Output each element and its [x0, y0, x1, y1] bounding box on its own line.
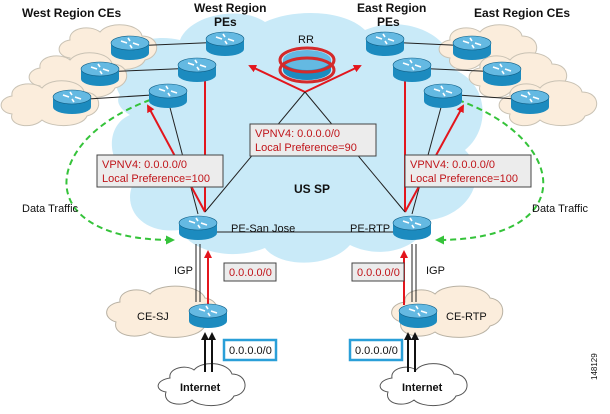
west-ce-router-1: [110, 35, 150, 60]
inet-left-route: 0.0.0.0/0: [229, 345, 272, 357]
east-ce-router-3: [510, 89, 550, 114]
west-ce-router-2: [80, 61, 120, 86]
east-pes-title-line2: PEs: [377, 15, 400, 29]
routers: [52, 31, 550, 328]
internet-arrows: [201, 332, 419, 372]
igp-right-route-box: 0.0.0.0/0: [351, 262, 405, 282]
data-traffic-right-label: Data Traffic: [532, 203, 589, 215]
rr-label: RR: [298, 34, 314, 46]
rr-router-icon: [278, 46, 336, 84]
internet-clouds: [157, 363, 468, 406]
west-pe-router-1: [205, 31, 245, 56]
ce-rtp-router-icon: [398, 303, 438, 328]
igp-left-label: IGP: [174, 265, 193, 277]
vpnv4-left-line2: Local Preference=100: [102, 173, 210, 185]
igp-right-route: 0.0.0.0/0: [357, 267, 400, 279]
east-ce-router-2: [482, 61, 522, 86]
vpnv4-right-box: VPNV4: 0.0.0.0/0 Local Preference=100: [404, 154, 532, 188]
inet-right-route: 0.0.0.0/0: [355, 345, 398, 357]
west-ce-router-3: [52, 89, 92, 114]
figure-id: 148129: [590, 353, 599, 380]
inet-right-route-box: 0.0.0.0/0: [348, 338, 404, 362]
pe-rtp-label: PE-RTP: [350, 223, 390, 235]
inet-left-route-box: 0.0.0.0/0: [222, 338, 278, 362]
internet-left-label: Internet: [180, 382, 221, 394]
igp-right-label: IGP: [426, 265, 445, 277]
vpnv4-right-line2: Local Preference=100: [410, 173, 518, 185]
east-pe-router-3: [423, 83, 463, 108]
vpnv4-center-line1: VPNV4: 0.0.0.0/0: [255, 128, 340, 140]
vpnv4-center-box: VPNV4: 0.0.0.0/0 Local Preference=90: [249, 123, 377, 157]
east-ce-router-1: [452, 35, 492, 60]
west-pe-router-3: [148, 83, 188, 108]
west-pes-title-line1: West Region: [194, 1, 266, 15]
vpnv4-left-box: VPNV4: 0.0.0.0/0 Local Preference=100: [96, 154, 224, 188]
internet-right-label: Internet: [402, 382, 443, 394]
ce-sj-label: CE-SJ: [137, 311, 169, 323]
pe-rtp-router-icon: [392, 215, 432, 240]
igp-left-route: 0.0.0.0/0: [229, 267, 272, 279]
west-ces-title: West Region CEs: [22, 6, 121, 20]
ce-sj-router-icon: [188, 303, 228, 328]
west-pes-title-line2: PEs: [214, 15, 237, 29]
vpnv4-left-line1: VPNV4: 0.0.0.0/0: [102, 159, 187, 171]
vpnv4-center-line2: Local Preference=90: [255, 142, 357, 154]
igp-left-route-box: 0.0.0.0/0: [223, 262, 277, 282]
data-traffic-paths: [65, 99, 545, 245]
east-pes-title-line1: East Region: [357, 1, 426, 15]
east-pe-router-2: [392, 57, 432, 82]
west-pe-router-2: [177, 57, 217, 82]
ce-rtp-label: CE-RTP: [446, 311, 487, 323]
sp-cloud-label: US SP: [294, 182, 330, 196]
vpnv4-right-line1: VPNV4: 0.0.0.0/0: [410, 159, 495, 171]
data-traffic-left-label: Data Traffic: [22, 203, 79, 215]
pe-san-jose-router-icon: [178, 215, 218, 240]
east-pe-router-1: [365, 31, 405, 56]
east-ces-title: East Region CEs: [474, 6, 570, 20]
pe-san-jose-label: PE-San Jose: [231, 223, 295, 235]
